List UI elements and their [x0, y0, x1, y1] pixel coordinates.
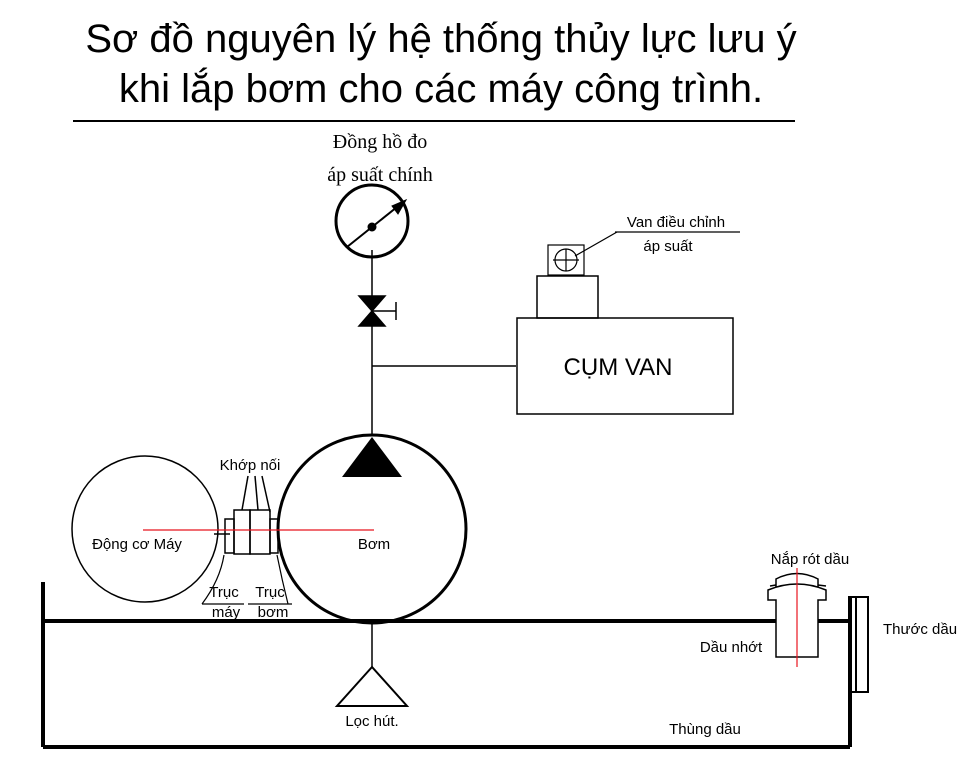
coupling-label: Khớp nối	[220, 457, 281, 474]
filler-cap-icon	[767, 568, 827, 667]
pressure-gauge-icon	[334, 183, 410, 259]
pump-flow-arrow	[342, 437, 402, 477]
valve-block	[516, 317, 734, 415]
filler-cap-label: Nắp rót dầu	[771, 551, 849, 568]
gauge-label-line-1: Đồng hồ đo	[333, 131, 427, 153]
oil-label: Dầu nhớt	[700, 639, 763, 656]
dipstick-label: Thước dầu	[883, 621, 957, 638]
relief-valve-body	[536, 275, 599, 319]
motor-icon	[71, 455, 219, 603]
motor-label: Động cơ Máy	[92, 536, 182, 553]
machine-shaft-label-line-1: Trục	[209, 584, 239, 601]
pump-shaft-label-line-2: bơm	[258, 604, 289, 621]
coupling-icon	[214, 475, 279, 555]
title-line-1: Sơ đồ nguyên lý hệ thống thủy lực lưu ý	[85, 17, 797, 61]
relief-valve-label-line-2: áp suất	[643, 238, 693, 255]
pump-label: Bơm	[358, 536, 390, 553]
suction-filter-icon	[334, 665, 410, 707]
shaft-brackets	[201, 554, 292, 605]
valve-block-label: CỤM VAN	[564, 354, 673, 381]
shutoff-valve-icon	[357, 295, 397, 327]
dipstick-icon	[849, 596, 869, 693]
gauge-label-line-2: áp suất chính	[327, 164, 433, 186]
relief-valve-label-line-1: Van điều chỉnh	[627, 214, 725, 231]
title-line-2: khi lắp bơm cho các máy công trình.	[118, 67, 764, 111]
machine-shaft-label-line-2: máy	[212, 604, 241, 621]
diagram-title: Sơ đồ nguyên lý hệ thống thủy lực lưu ý …	[0, 14, 882, 114]
pump-shaft-label-line-1: Trục	[255, 584, 285, 601]
title-underline	[73, 120, 795, 122]
suction-filter-label: Lọc hút.	[345, 713, 398, 730]
tank-label: Thùng dầu	[669, 721, 741, 738]
relief-valve-icon	[547, 231, 740, 276]
